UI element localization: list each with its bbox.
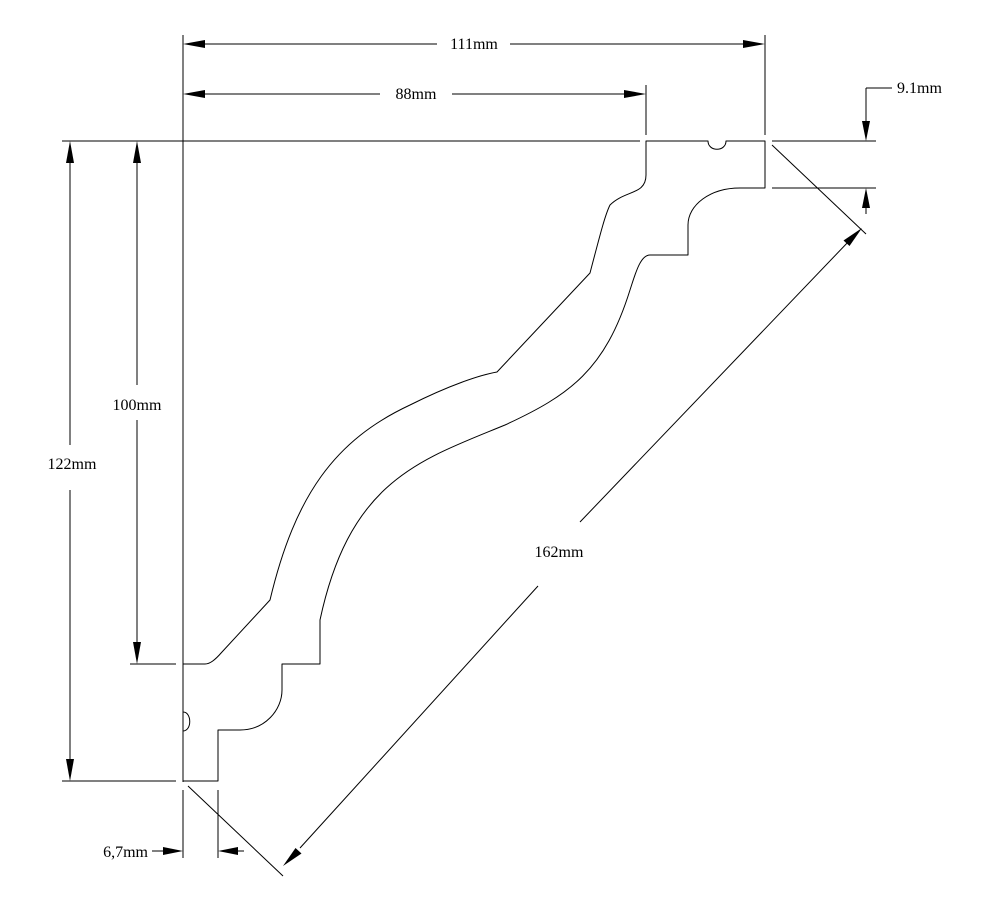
label-profile-height: 100mm (113, 397, 162, 414)
label-bottom-thickness: 6,7mm (103, 844, 148, 861)
label-total-width: 111mm (450, 36, 498, 53)
dimension-total-height: 122mm (48, 141, 97, 781)
moulding-profile (182, 140, 766, 782)
dimension-total-width: 111mm (183, 36, 765, 53)
dimension-bottom-thickness: 6,7mm (103, 844, 244, 861)
label-top-thickness: 9.1mm (897, 80, 942, 97)
label-total-height: 122mm (48, 456, 97, 473)
label-profile-width: 88mm (396, 86, 437, 103)
dimension-top-thickness: 9.1mm (862, 80, 942, 214)
label-diagonal: 162mm (535, 544, 584, 561)
dimension-profile-height: 100mm (113, 141, 162, 664)
dimension-profile-width: 88mm (183, 86, 646, 103)
dimension-diagonal: 162mm (283, 228, 862, 866)
extension-lines (62, 35, 876, 877)
